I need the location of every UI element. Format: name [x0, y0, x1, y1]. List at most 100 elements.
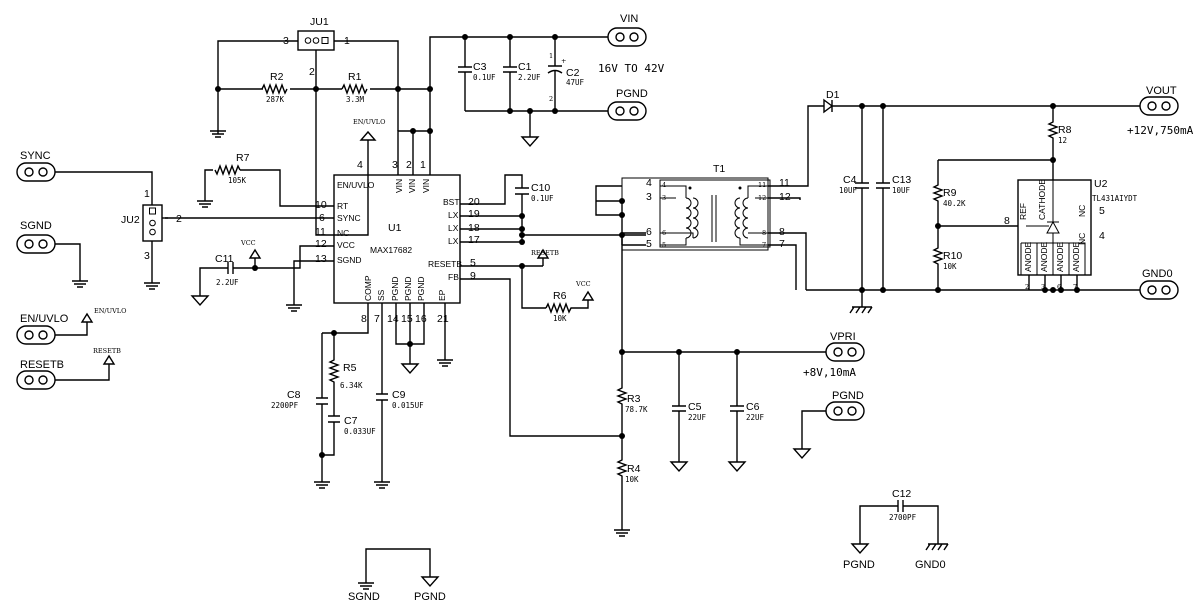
r5-value: 6.34K: [340, 381, 363, 390]
u1-num-20: 20: [468, 196, 480, 208]
en-uvlo-flag-icon: [359, 130, 377, 175]
pgnd-top-label: PGND: [616, 88, 648, 100]
r1-ref: R1: [348, 71, 362, 83]
u2-pin-nc-bottom: NC: [1077, 233, 1087, 245]
u2-num-4: 4: [1099, 230, 1105, 242]
pgnd-tie-label: PGND: [414, 591, 446, 602]
c4-value: 10UF: [839, 186, 858, 195]
u2-num-8: 8: [1004, 215, 1010, 227]
ju2-jumper: JU2 1 2 3: [121, 188, 182, 262]
resetb-net-u1: RESETB: [531, 249, 559, 257]
vcc-net-u1: VCC: [240, 239, 256, 247]
u1-num-2: 2: [406, 159, 412, 171]
u1-pin-fb: FB: [448, 272, 459, 282]
u1-num-17: 17: [468, 234, 480, 246]
u1-num-8: 8: [361, 313, 367, 325]
ju1-ref: JU1: [310, 16, 329, 28]
c3-ref: C3: [473, 61, 487, 73]
t1-inner-7: 7: [762, 241, 766, 249]
u1-num-14: 14: [387, 313, 399, 325]
c2-pin2: 2: [549, 95, 553, 103]
u2-anode-a: ANODE: [1023, 241, 1033, 272]
t1-pin11: 11: [779, 177, 790, 189]
t1-inner-8: 8: [762, 229, 766, 237]
c11-value: 2.2UF: [216, 278, 239, 287]
vpri-connector: VPRI: [825, 331, 865, 362]
u2-pin-cathode: CATHODE: [1037, 179, 1047, 220]
u1-num-3: 3: [392, 159, 398, 171]
pgnd-mid-connector: PGND: [825, 390, 865, 421]
u2-anode-c: ANODE: [1055, 241, 1065, 272]
vin-label: VIN: [620, 13, 638, 25]
en-uvlo-net-top: EN/UVLO: [353, 118, 385, 126]
t1-pin8: 8: [779, 226, 785, 238]
c1-value: 2.2UF: [518, 73, 541, 82]
c11-ref: C11: [215, 253, 234, 265]
t1-pin3: 3: [646, 191, 652, 203]
c8-value: 2200PF: [271, 401, 299, 410]
c12-value: 2700PF: [889, 513, 917, 522]
r8-ref: R8: [1058, 124, 1072, 136]
r5-ref: R5: [343, 362, 357, 374]
pgnd-top-connector: PGND: [607, 88, 648, 121]
ju2-ref: JU2: [121, 214, 140, 226]
r4-ref: R4: [627, 463, 641, 475]
ju2-pin2: 2: [176, 213, 182, 225]
c12-gnd0-label: GND0: [915, 559, 946, 571]
u1-num-18: 18: [468, 222, 480, 234]
u1-pin-pgnd-b: PGND: [403, 276, 413, 301]
t1-transformer: T1 4 3 6 5 4 3 6 5 11 12 8 7 11 12 8 7: [621, 163, 791, 251]
r10-ref: R10: [943, 250, 962, 262]
r10-value: 10K: [943, 262, 957, 271]
t1-inner-6: 6: [662, 229, 666, 237]
t1-inner-3: 3: [662, 194, 666, 202]
u1-pin-lx2: LX: [448, 223, 459, 233]
u1-num-13: 13: [315, 253, 327, 265]
r8-value: 12: [1058, 136, 1067, 145]
c5-value: 22UF: [688, 413, 707, 422]
u1-pin-ss: SS: [376, 289, 386, 301]
u1-pin-vin-b: VIN: [407, 179, 417, 193]
t1-pin12: 12: [779, 191, 791, 203]
r3-value: 78.7K: [625, 405, 648, 414]
u2-pin-ref: REF: [1018, 203, 1028, 220]
c2-ref: C2: [566, 67, 580, 79]
sgnd-label: SGND: [20, 220, 52, 232]
d1-ref: D1: [826, 89, 840, 101]
t1-pin7: 7: [779, 238, 785, 250]
r4-value: 10K: [625, 475, 639, 484]
resetb-label: RESETB: [20, 359, 64, 371]
r6-ref: R6: [553, 290, 567, 302]
u2-num-2: 2: [1025, 283, 1029, 291]
u1-num-7: 7: [374, 313, 380, 325]
u2-num-6: 6: [1057, 283, 1061, 291]
r6-value: 10K: [553, 314, 567, 323]
c7-ref: C7: [344, 415, 358, 427]
sync-connector: SYNC: [16, 150, 56, 182]
c6-ref: C6: [746, 401, 760, 413]
t1-inner-4: 4: [662, 181, 666, 189]
u1-pin-vin-a: VIN: [394, 179, 404, 193]
c10-value: 0.1UF: [531, 194, 554, 203]
u2-part: TL431AIYDT: [1092, 194, 1138, 203]
c13-value: 10UF: [892, 186, 911, 195]
t1-inner-5: 5: [662, 241, 666, 249]
u1-pin-lx3: LX: [448, 236, 459, 246]
c2-plus-sign: +: [561, 57, 566, 65]
u1-num-15: 15: [401, 313, 413, 325]
r9-ref: R9: [943, 187, 957, 199]
u1-pin-ep: EP: [437, 289, 447, 301]
resetb-connector: RESETB: [16, 359, 64, 390]
t1-pin6: 6: [646, 226, 652, 238]
u1-num-4: 4: [357, 159, 363, 171]
t1-inner-11: 11: [758, 181, 766, 189]
u1-num-12: 12: [315, 238, 327, 250]
c9-value: 0.015UF: [392, 401, 424, 410]
c2-value: 47UF: [566, 78, 585, 87]
vpri-spec-note: +8V,10mA: [803, 366, 856, 379]
u1-pin-resetb: RESETB: [428, 259, 462, 269]
gnd0-label: GND0: [1142, 268, 1173, 280]
ju2-pin3: 3: [144, 250, 150, 262]
r7-value: 105K: [228, 176, 247, 185]
r1-resistor: [341, 83, 368, 95]
